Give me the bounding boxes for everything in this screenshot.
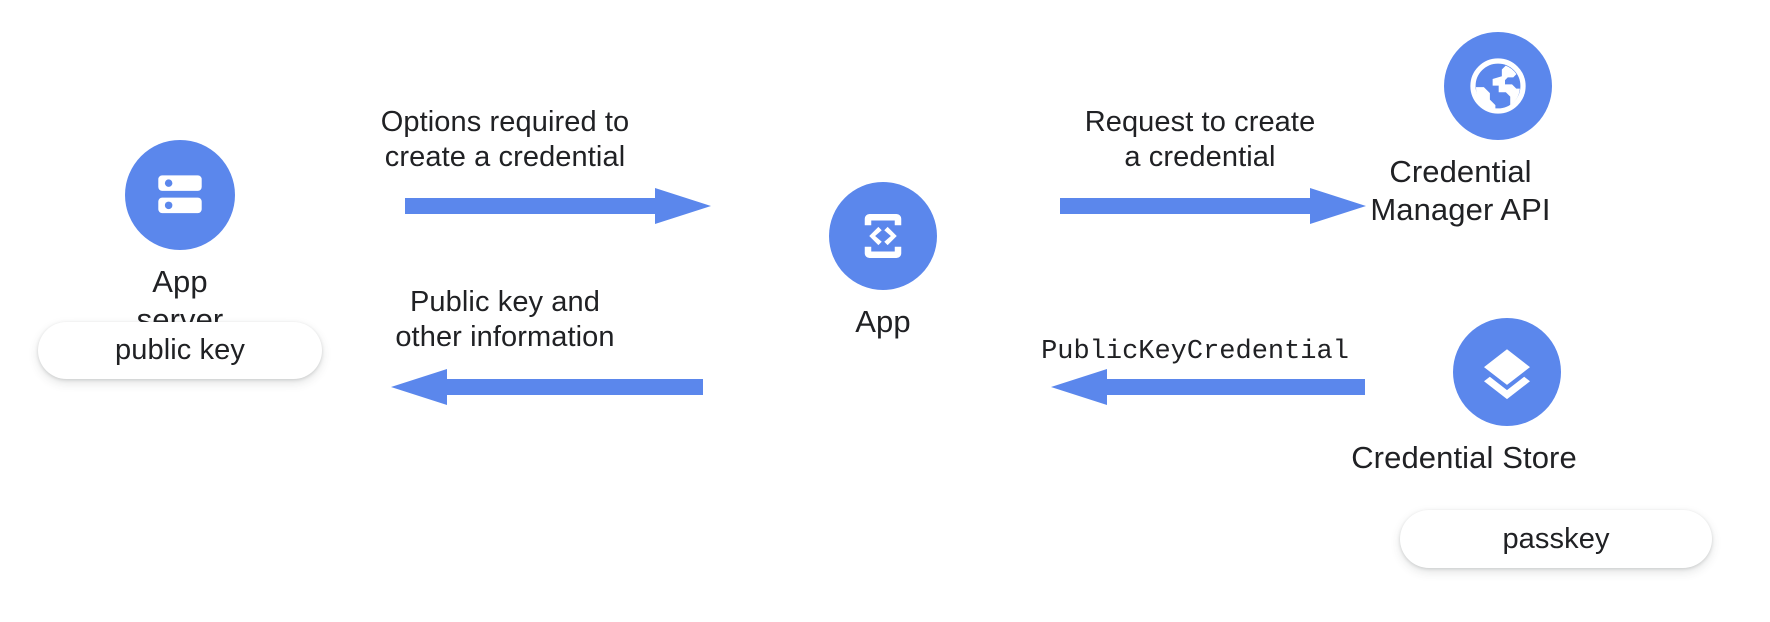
node-credential-manager-api: Credential Manager API — [1370, 32, 1553, 229]
arrow-label-server-to-app: Options required to create a credential — [380, 106, 630, 174]
chip-public-key-label: public key — [115, 334, 245, 366]
arrow-label-app-to-cmapi: Request to create a credential — [1084, 106, 1316, 174]
layers-icon — [1453, 318, 1561, 426]
node-app-label: App — [855, 304, 911, 339]
arrow-server-to-app — [405, 185, 715, 227]
node-credential-store: Credential Store — [1351, 318, 1577, 477]
arrow-credential-store-to-app — [1045, 366, 1365, 408]
node-app-server: App server — [105, 140, 255, 339]
node-credential-manager-api-label: Credential Manager API — [1370, 154, 1551, 227]
server-icon — [125, 140, 235, 250]
app-code-phone-icon — [829, 182, 937, 290]
node-credential-store-label: Credential Store — [1351, 440, 1577, 475]
arrow-app-to-credential-manager-api — [1060, 185, 1370, 227]
chip-public-key: public key — [38, 322, 322, 379]
chip-passkey: passkey — [1400, 510, 1712, 568]
node-app: App — [808, 182, 958, 341]
chip-passkey-label: passkey — [1502, 522, 1610, 555]
arrow-label-store-to-app: PublicKeyCredential — [1041, 337, 1349, 367]
arrow-app-to-server — [385, 366, 703, 408]
globe-icon — [1444, 32, 1552, 140]
arrow-label-server-from-app: Public key and other information — [395, 286, 615, 354]
